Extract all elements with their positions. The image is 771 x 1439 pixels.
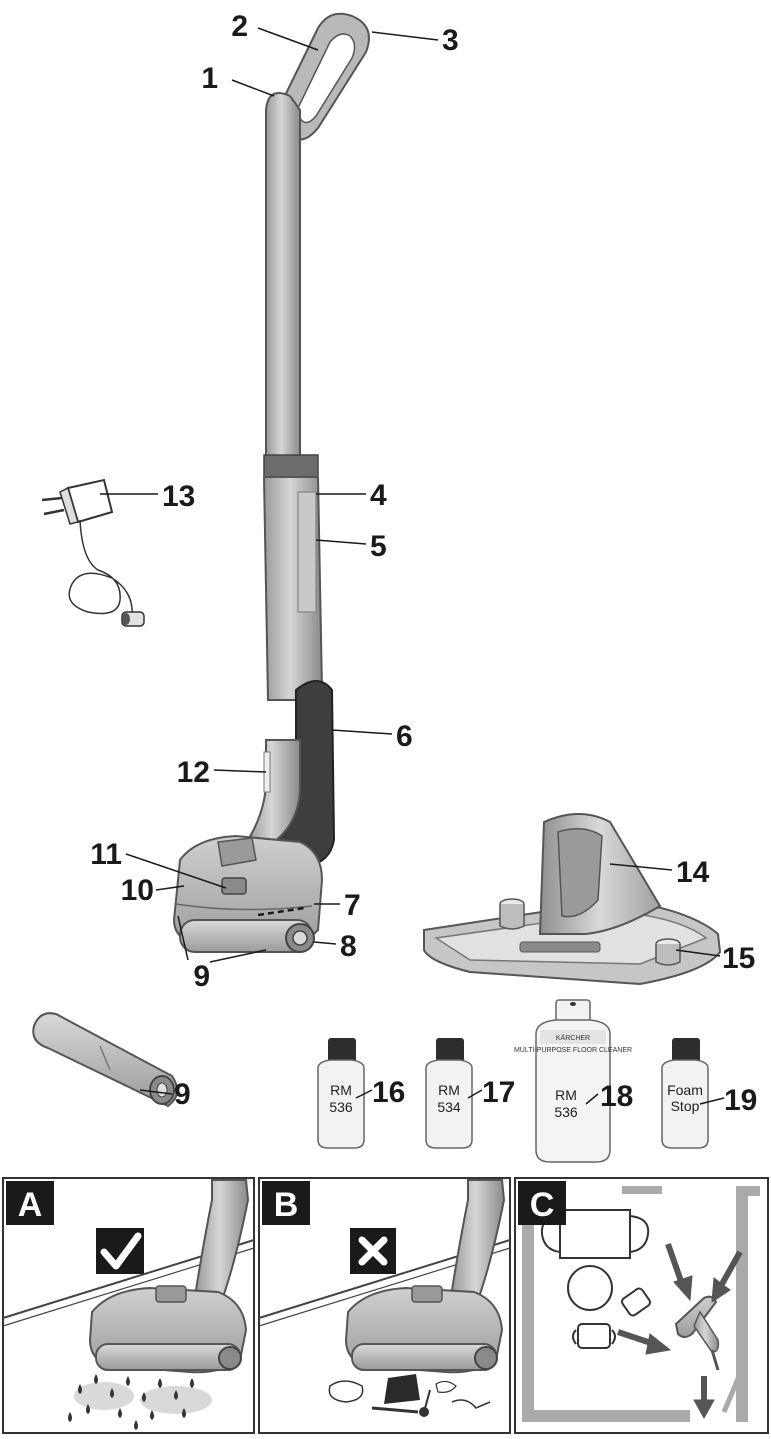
callout-19: 19 [724, 1084, 757, 1117]
callout-9-head: 9 [193, 960, 210, 993]
panel-b-incorrect-use: B [258, 1177, 511, 1434]
callout-10: 10 [121, 874, 154, 907]
bottle-17-line1: RM [438, 1082, 460, 1098]
callout-11: 11 [90, 838, 122, 871]
callout-17: 17 [482, 1076, 515, 1109]
bottle-18-brand: KÄRCHER [556, 1034, 590, 1042]
parking-station [423, 813, 722, 986]
callout-3: 3 [442, 24, 459, 57]
bottle-18-line2: 536 [554, 1104, 578, 1120]
callout-1: 1 [201, 62, 218, 95]
bottle-rm536-small: RM 536 [317, 1038, 365, 1149]
callout-13: 13 [162, 480, 195, 513]
check-icon [96, 1228, 144, 1274]
callout-8: 8 [340, 930, 357, 963]
callout-9-spare: 9 [174, 1078, 191, 1111]
callout-5: 5 [370, 530, 387, 563]
bottle-rm534-small: RM 534 [425, 1038, 473, 1149]
panel-b-letter: B [274, 1186, 299, 1224]
panel-c-letter: C [530, 1186, 555, 1224]
panel-a-correct-use: A [2, 1177, 255, 1434]
bottle-foam-stop: Foam Stop [661, 1038, 709, 1149]
callout-18: 18 [600, 1080, 633, 1113]
bottle-18-line1: RM [555, 1087, 577, 1103]
bottle-16-line1: RM [330, 1082, 352, 1098]
callout-7: 7 [344, 889, 361, 922]
callout-4: 4 [370, 479, 387, 512]
bottle-19-line2: Stop [671, 1098, 700, 1114]
handle-pole [265, 92, 301, 466]
cross-icon [350, 1228, 396, 1274]
callout-2: 2 [231, 10, 248, 43]
spare-roller [32, 1012, 179, 1108]
bottle-16-line2: 536 [329, 1099, 353, 1115]
callout-6: 6 [396, 720, 413, 753]
bottle-19-line1: Foam [667, 1082, 703, 1098]
bottle-rm536-large: KÄRCHER MULTI-PURPOSE FLOOR CLEANER RM 5… [514, 999, 632, 1163]
bottle-18-small: MULTI-PURPOSE FLOOR CLEANER [514, 1047, 632, 1054]
floor-cleaner-device [172, 12, 370, 953]
callout-12: 12 [177, 756, 210, 789]
panel-a-letter: A [18, 1186, 43, 1224]
panel-c-cleaning-pattern: C [514, 1177, 769, 1434]
callout-16: 16 [372, 1076, 405, 1109]
callout-14: 14 [676, 856, 710, 889]
device-top-view [674, 1295, 720, 1371]
bottle-17-line2: 534 [437, 1099, 461, 1115]
power-adapter [41, 478, 145, 627]
movement-arrows [617, 1243, 743, 1420]
leader-lines [100, 27, 725, 1105]
callout-15: 15 [722, 942, 755, 975]
